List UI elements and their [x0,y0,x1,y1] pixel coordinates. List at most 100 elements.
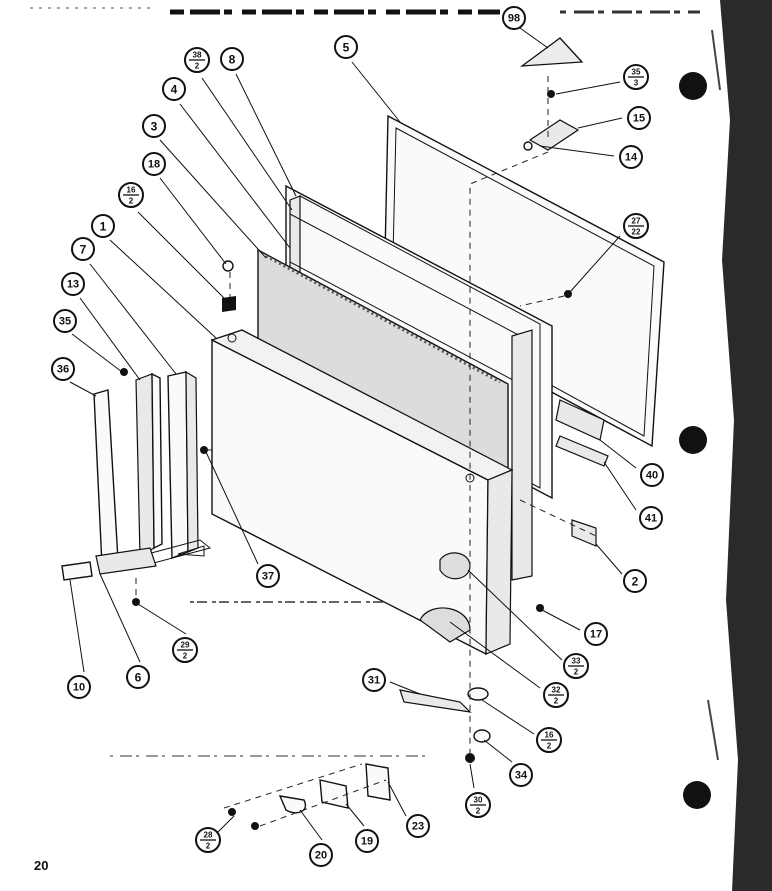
callout-qty: 2 [183,652,188,661]
small-hardware [120,260,597,612]
callout-label: 37 [262,571,274,583]
callout-label: 20 [315,850,327,862]
part-channel-brackets [135,370,212,565]
callout-label: 10 [73,682,85,694]
callout-ref: 38 [193,51,202,60]
callout-circle [51,357,75,381]
callout-label: 35 [59,316,71,328]
callout-circle [53,309,77,333]
callout-98: 98 [502,6,526,30]
callout-circle [67,675,91,699]
callout-qty: 3 [634,79,639,88]
callout-35: 35 [53,309,77,333]
callout-circle [309,843,333,867]
callout-ref: 29 [181,641,190,650]
punch-hole-top [679,72,707,100]
callout-label: 40 [646,470,658,482]
callout-label: 2 [632,575,639,589]
part-outer-door [210,329,514,656]
callout-circle [584,622,608,646]
callout-3: 3 [142,114,166,138]
callout-label: 17 [590,629,602,641]
callout-qty: 2 [574,668,579,677]
callout-41: 41 [639,506,663,530]
callout-qty: 2 [547,742,552,751]
callout-16-2: 162 [536,727,562,753]
callout-circle [502,6,526,30]
part-foot-bracket [61,389,157,581]
callout-circle [627,106,651,130]
part-top-hinge [519,37,584,151]
callout-circle [334,35,358,59]
callout-label: 41 [645,513,657,525]
callout-16-2: 162 [118,182,144,208]
callout-8: 8 [220,47,244,71]
callout-label: 36 [57,364,69,376]
callout-label: 8 [229,53,236,67]
callout-1: 1 [91,214,115,238]
callout-circle [91,214,115,238]
callout-18: 18 [142,152,166,176]
callout-10: 10 [67,675,91,699]
callout-label: 23 [412,821,424,833]
callout-15: 15 [627,106,651,130]
callout-label: 13 [67,279,79,291]
callout-circle [623,569,647,593]
callout-ref: 16 [545,731,554,740]
callout-ref: 33 [572,657,581,666]
callout-label: 7 [80,243,87,257]
leader-lines [69,27,637,841]
callout-19: 19 [355,829,379,853]
callout-2: 2 [623,569,647,593]
callout-circle [256,564,280,588]
callout-label: 19 [361,836,373,848]
callout-label: 18 [148,159,160,171]
callout-circle [619,145,643,169]
callout-ref: 28 [204,831,213,840]
callout-ref: 27 [632,217,641,226]
callout-circle [406,814,430,838]
callout-38-2: 382 [184,47,210,73]
callout-ref: 16 [127,186,136,195]
callout-36: 36 [51,357,75,381]
callout-40: 40 [640,463,664,487]
callout-circle [162,77,186,101]
callout-label: 3 [151,120,158,134]
callout-circle [142,152,166,176]
callout-label: 98 [508,13,520,25]
callout-circle [61,272,85,296]
callout-ref: 32 [552,686,561,695]
callout-label: 34 [515,770,528,782]
callout-28-2: 282 [195,827,221,853]
part-bottom-hinge [228,687,491,830]
callout-30-2: 302 [465,792,491,818]
callout-qty: 2 [476,807,481,816]
callout-circle [71,237,95,261]
callout-33-2: 332 [563,653,589,679]
assembly-dashed-lines [135,76,597,827]
callout-17: 17 [584,622,608,646]
callout-qty: 2 [129,197,134,206]
scan-edge-right [679,0,772,891]
scan-noise-top [30,7,700,757]
callout-6: 6 [126,665,150,689]
callout-label: 15 [633,113,645,125]
callout-label: 31 [368,675,380,687]
callout-circle [220,47,244,71]
callout-31: 31 [362,668,386,692]
callout-4: 4 [162,77,186,101]
callout-32-2: 322 [543,682,569,708]
callout-label: 14 [625,152,638,164]
callout-ref: 30 [474,796,483,805]
punch-hole-middle [679,426,707,454]
callout-ref: 35 [632,68,641,77]
callout-5: 5 [334,35,358,59]
callout-circle [639,506,663,530]
punch-hole-bottom [683,781,711,809]
callout-23: 23 [406,814,430,838]
callout-label: 1 [100,220,107,234]
